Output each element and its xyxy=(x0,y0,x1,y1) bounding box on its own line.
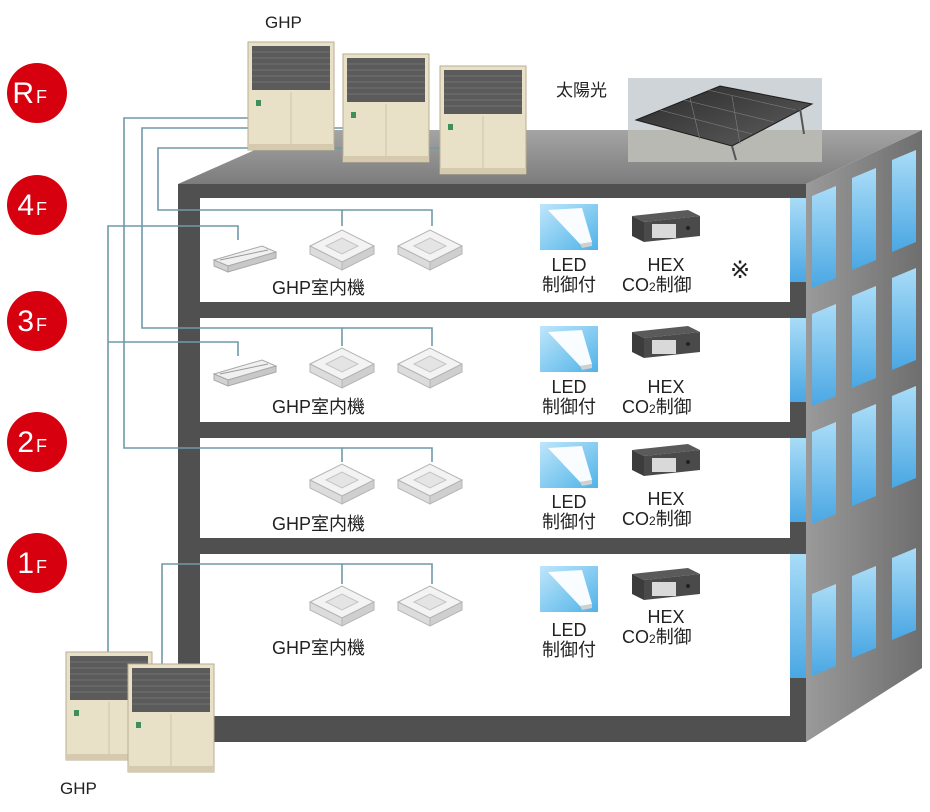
led-fixture-2f xyxy=(540,442,598,488)
front-windows xyxy=(790,198,806,678)
ghp-bottom-label: GHP xyxy=(60,779,97,798)
svg-text:F: F xyxy=(36,315,47,335)
svg-text:2: 2 xyxy=(17,426,34,459)
indoor-unit-label-1f: GHP室内機 xyxy=(272,638,365,658)
floor-badge-2f: 2 F xyxy=(7,412,67,472)
svg-text:1: 1 xyxy=(17,547,34,580)
side-windows xyxy=(812,150,916,676)
floor-badge-1f: 1 F xyxy=(7,533,67,593)
svg-text:3: 3 xyxy=(17,305,34,338)
svg-text:F: F xyxy=(36,557,47,577)
led-label-line1-2f: LED xyxy=(551,492,586,512)
led-fixture-3f xyxy=(540,326,598,372)
led-label-line1-1f: LED xyxy=(551,620,586,640)
hex-label-line2-4f: CO2制御 xyxy=(622,275,692,295)
hex-label-line1-3f: HEX xyxy=(647,377,684,397)
solar-label: 太陽光 xyxy=(556,81,607,100)
led-label-line2-4f: 制御付 xyxy=(542,275,596,295)
floor-badge-3f: 3 F xyxy=(7,291,67,351)
ground-ghp-units xyxy=(65,651,215,773)
hex-label-line2-2f: CO2制御 xyxy=(622,509,692,529)
svg-text:4: 4 xyxy=(17,189,34,222)
hex-label-line1-4f: HEX xyxy=(647,255,684,275)
led-fixture-1f xyxy=(540,566,598,612)
floor-badge-4f: 4 F xyxy=(7,175,67,235)
floor-badge-rf: R F xyxy=(7,63,67,123)
solar-panel-image xyxy=(628,78,822,162)
led-fixture-4f xyxy=(540,204,598,250)
floor-1-interior xyxy=(200,554,790,716)
led-label-line2-3f: 制御付 xyxy=(542,397,596,417)
svg-text:F: F xyxy=(36,436,47,456)
hex-label-line2-3f: CO2制御 xyxy=(622,397,692,417)
hex-label-line1-2f: HEX xyxy=(647,489,684,509)
note-mark: ※ xyxy=(730,257,750,284)
hex-label-line1-1f: HEX xyxy=(647,607,684,627)
floor-badges: R F 4 F 3 F 2 F 1 F xyxy=(7,63,67,593)
led-label-line2-2f: 制御付 xyxy=(542,512,596,532)
led-label-line1-4f: LED xyxy=(551,255,586,275)
indoor-unit-label-2f: GHP室内機 xyxy=(272,514,365,534)
svg-text:F: F xyxy=(36,199,47,219)
indoor-unit-label-3f: GHP室内機 xyxy=(272,397,365,417)
led-label-line2-1f: 制御付 xyxy=(542,640,596,660)
ghp-top-label: GHP xyxy=(265,13,302,32)
hex-label-line2-1f: CO2制御 xyxy=(622,627,692,647)
svg-text:F: F xyxy=(36,87,47,107)
svg-text:R: R xyxy=(12,77,34,110)
indoor-unit-label-4f: GHP室内機 xyxy=(272,278,365,298)
led-label-line1-3f: LED xyxy=(551,377,586,397)
